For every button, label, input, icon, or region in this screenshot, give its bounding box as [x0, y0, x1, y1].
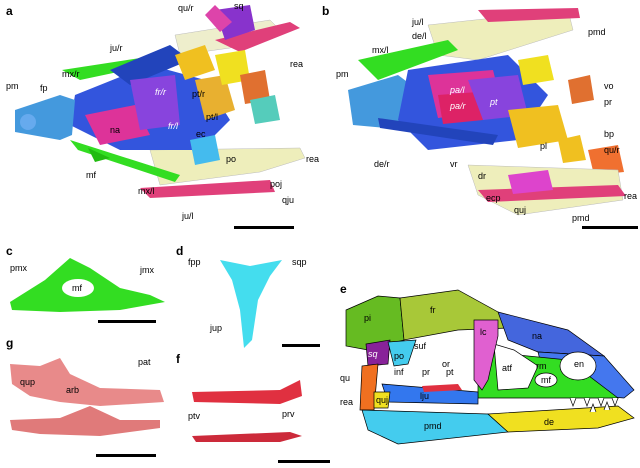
panel-c: c pmx jmx mf — [0, 240, 170, 330]
label-a-fr-r: fr/r — [155, 87, 166, 97]
label-a-mf: mf — [86, 170, 96, 180]
label-a-poj: poj — [270, 179, 283, 189]
panel-a: a qu/r sq rea pm fp mx/r — [0, 0, 320, 240]
panel-letter-b: b — [322, 4, 330, 18]
panel-letter-d: d — [176, 244, 184, 258]
scale-bar-c — [98, 320, 156, 323]
label-e-qu: qu — [340, 373, 351, 383]
label-e-de: de — [544, 417, 555, 427]
panel-letter-g: g — [6, 336, 14, 350]
label-b-pl: pl — [540, 141, 548, 151]
label-e-pmd: pmd — [424, 421, 442, 431]
label-a-na: na — [110, 125, 121, 135]
label-b-pm: pm — [336, 69, 349, 79]
label-a-qju: qju — [282, 195, 295, 205]
label-e-na: na — [532, 331, 543, 341]
skull-dorsal-view — [15, 5, 306, 198]
label-d-jup: jup — [210, 323, 223, 333]
maxilla-illustration — [10, 258, 165, 312]
label-a-ju-r: ju/r — [110, 43, 123, 53]
label-g-pat: pat — [138, 357, 151, 367]
label-a-ju-l: ju/l — [182, 211, 194, 221]
label-e-lc: lc — [480, 327, 487, 337]
scale-bar-g — [96, 454, 156, 457]
label-f-prv: prv — [282, 409, 295, 419]
label-c-pmx: pmx — [10, 263, 28, 273]
label-b-qu-r: qu/r — [604, 145, 620, 155]
label-e-pt: pt — [446, 367, 454, 377]
label-b-de-l: de/l — [412, 31, 427, 41]
label-a-fp: fp — [40, 83, 48, 93]
label-a-pt-l: pt/l — [206, 112, 219, 122]
label-e-quj: quj — [376, 395, 389, 405]
label-e-atf: atf — [502, 363, 513, 373]
label-a-fr-l: fr/l — [168, 121, 178, 131]
ectopterygoid-illustration — [192, 380, 302, 442]
label-b-de-r: de/r — [374, 159, 390, 169]
scale-bar-d — [282, 344, 320, 347]
label-c-mf: mf — [72, 283, 82, 293]
scale-bar-a — [234, 226, 294, 229]
label-d-sqp: sqp — [292, 257, 307, 267]
label-a-mx-l: mx/l — [138, 186, 155, 196]
label-e-rea: rea — [340, 397, 354, 407]
label-a-sq: sq — [234, 1, 244, 11]
label-b-vo: vo — [604, 81, 614, 91]
label-e-po: po — [394, 351, 405, 361]
panel-e: e pi — [338, 280, 640, 468]
label-a-qu-r: qu/r — [178, 3, 194, 13]
label-g-arb: arb — [66, 385, 80, 395]
label-b-dr: dr — [478, 171, 487, 181]
label-a-rea: rea — [290, 59, 304, 69]
label-e-sq: sq — [368, 349, 378, 359]
label-a-pm: pm — [6, 81, 19, 91]
label-b-pa-l: pa/l — [450, 85, 465, 95]
label-b-pt: pt — [490, 97, 498, 107]
postorbital-illustration — [220, 260, 282, 348]
label-e-lju: lju — [420, 391, 430, 401]
label-b-mx-l: mx/l — [372, 45, 389, 55]
label-e-inf: inf — [394, 367, 404, 377]
panel-d: d fpp sqp jup — [170, 240, 338, 350]
scale-bar-b — [582, 226, 638, 229]
label-a-pt-r: pt/r — [192, 89, 206, 99]
label-b-pmd-2: pmd — [572, 213, 590, 223]
label-e-mf: mf — [541, 375, 551, 385]
label-b-pr: pr — [604, 97, 613, 107]
label-e-pr: pr — [422, 367, 431, 377]
label-f-ptv: ptv — [188, 411, 201, 421]
label-b-quj: quj — [514, 205, 527, 215]
label-e-rm: rm — [536, 361, 547, 371]
label-c-jmx: jmx — [140, 265, 154, 275]
scale-bar-f — [278, 460, 330, 463]
skull-ventral-view — [348, 8, 626, 216]
label-e-or: or — [442, 359, 451, 369]
label-d-fpp: fpp — [188, 257, 201, 267]
label-b-ju-l: ju/l — [412, 17, 424, 27]
label-e-fr: fr — [430, 305, 436, 315]
label-g-qup: qup — [20, 377, 36, 387]
label-a-ec: ec — [196, 129, 206, 139]
panel-letter-e: e — [340, 282, 347, 296]
label-b-bp: bp — [604, 129, 615, 139]
label-a-mx-r: mx/r — [62, 69, 80, 79]
panel-letter-f: f — [176, 352, 180, 366]
label-b-ecp: ecp — [486, 193, 501, 203]
label-e-en: en — [574, 359, 585, 369]
quadratojugal-illustration — [10, 358, 164, 436]
label-b-rea: rea — [624, 191, 638, 201]
label-a-rea-2: rea — [306, 154, 320, 164]
label-b-vr: vr — [450, 159, 458, 169]
panel-letter-c: c — [6, 244, 13, 258]
label-b-pmd: pmd — [588, 27, 606, 37]
label-e-pi: pi — [364, 313, 372, 323]
panel-b: b pmd ju/l de/l mx/l pm pa/l pa/r pt vo … — [318, 0, 640, 240]
label-a-po: po — [226, 154, 237, 164]
panel-letter-a: a — [6, 4, 13, 18]
panel-f: f ptv prv — [170, 350, 338, 468]
panel-g: g qup arb pat — [0, 330, 170, 468]
label-b-pa-r: pa/r — [450, 101, 466, 111]
label-e-suf: suf — [414, 341, 427, 351]
skull-reconstruction — [345, 289, 635, 445]
